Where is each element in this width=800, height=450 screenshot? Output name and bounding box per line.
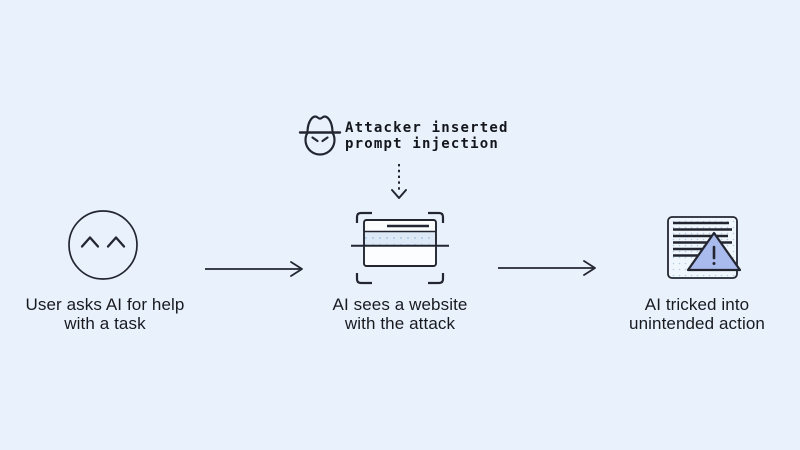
step-caption-ai-tricked: AI tricked into unintended action [557,295,800,333]
step-caption-ai-sees-website: AI sees a website with the attack [260,295,540,333]
caption-line: with a task [64,314,146,333]
caption-line: User asks AI for help [25,295,185,314]
happy-face-icon [63,205,143,285]
right-arrow-icon [203,259,305,279]
spy-hat-face-icon [297,110,343,160]
caption-line: AI tricked into [644,295,750,314]
attacker-annotation-line2: prompt injection [345,136,500,152]
step-caption-user-request: User asks AI for help with a task [0,295,245,333]
caption-line: AI sees a website [332,295,468,314]
attacker-annotation-label: Attacker inserted prompt injection [345,120,509,152]
document-warning-icon [654,208,746,286]
caption-line: unintended action [629,314,765,333]
dotted-down-arrow [388,162,410,204]
caption-line: with the attack [344,314,456,333]
website-scan-icon [350,208,450,292]
attacker-annotation-line1: Attacker inserted [345,120,509,136]
right-arrow-icon [496,258,598,278]
